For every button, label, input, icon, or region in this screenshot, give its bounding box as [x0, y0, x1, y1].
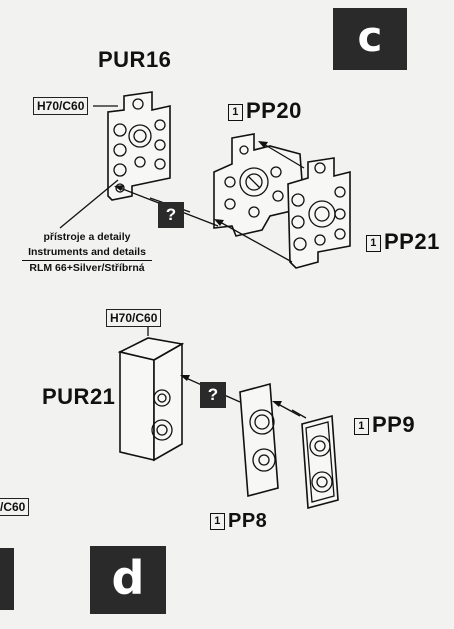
pp20-panel: [213, 133, 305, 237]
pp21-text: PP21: [384, 229, 440, 254]
pp20-text: PP20: [246, 98, 302, 123]
pp21-panel: [287, 157, 351, 269]
step-d-badge: d: [90, 546, 166, 614]
pur16-panel: [107, 91, 171, 201]
pp8-text: PP8: [228, 510, 268, 532]
note-line-color: RLM 66+Silver/Stříbrná: [29, 262, 145, 274]
unknown-part-marker-c: ?: [158, 202, 184, 228]
pur21-box: [117, 337, 185, 462]
quantity-box: 1: [228, 104, 243, 121]
pp9-panel: [301, 414, 339, 510]
quantity-box: 1: [354, 418, 369, 435]
quantity-box: 1: [366, 235, 381, 252]
quantity-box: 1: [210, 513, 225, 530]
step-c-badge: c: [333, 8, 407, 70]
color-code-h70-c60-mid: H70/C60: [106, 309, 162, 327]
pur16-label: PUR16: [98, 47, 172, 72]
pp9-text: PP9: [372, 412, 416, 437]
color-note: přístroje a detaily Instruments and deta…: [22, 230, 152, 276]
note-line-english: Instruments and details: [22, 245, 152, 261]
color-code-c60-partial: /C60: [0, 498, 30, 516]
color-code-h70-c60-top: H70/C60: [33, 97, 89, 115]
pur21-label: PUR21: [42, 384, 116, 409]
note-line-czech: přístroje a detaily: [43, 231, 131, 243]
unknown-part-marker-d: ?: [200, 382, 226, 408]
previous-badge-edge: [0, 548, 14, 610]
pp8-panel: [239, 382, 279, 498]
